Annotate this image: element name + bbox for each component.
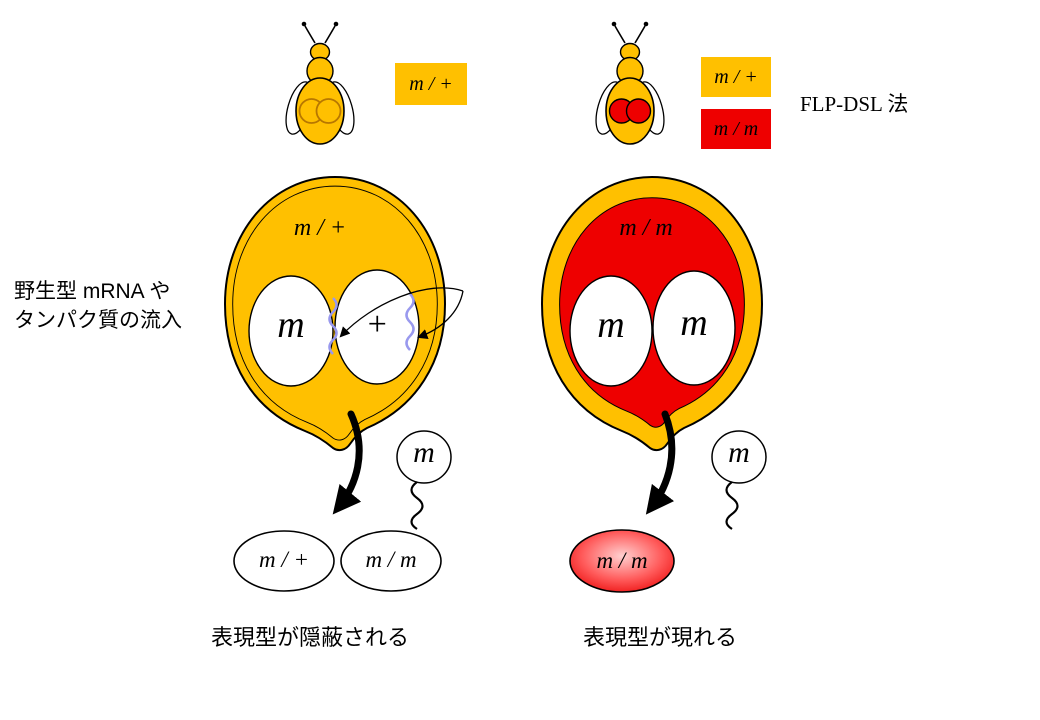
cell-m-right (652, 270, 736, 386)
right-cell-m-right-label: m (680, 302, 708, 344)
method-title: FLP-DSL 法 (800, 92, 909, 116)
offspring-oval-m-m (340, 530, 442, 592)
fly-antenna-tip-icon (643, 21, 649, 27)
fly-ovary-lobe-icon (315, 98, 342, 124)
development-arrow-left (332, 410, 363, 515)
fly-antenna-tip-icon (333, 21, 339, 27)
right-cell-m-left-label: m (597, 304, 625, 346)
sperm-right (711, 430, 767, 530)
offspring-label-m-m: m / m (365, 547, 417, 572)
left-sperm-label: m (413, 436, 435, 469)
right-sperm-label: m (728, 436, 750, 469)
offspring-oval-mutant (569, 529, 675, 593)
influx-annotation-line1: 野生型 mRNA や (14, 280, 171, 303)
offspring-oval-m-plus (233, 530, 335, 592)
sperm-left (396, 430, 452, 530)
left-fly (285, 21, 355, 145)
sperm-head-icon (711, 430, 767, 484)
left-cell-plus-label: + (365, 306, 389, 343)
fly-antenna-icon (304, 25, 316, 44)
cell-m-left (569, 275, 653, 387)
fly-antenna-icon (634, 25, 646, 44)
fly-antenna-tip-icon (301, 21, 307, 27)
influx-arrow (417, 290, 464, 340)
mrna-squiggle-icon (405, 293, 415, 351)
development-arrow-right (645, 410, 676, 515)
right-germline-genotype-label: m / m (619, 215, 673, 241)
left-caption: 表現型が隠蔽される (210, 625, 409, 650)
right-fly (595, 21, 665, 145)
influx-arrow (339, 287, 464, 338)
offspring-label-mutant: m / m (596, 548, 648, 573)
mrna-squiggle-icon (328, 297, 338, 355)
right-egg-chamber (541, 176, 763, 515)
fly-antenna-icon (324, 25, 336, 44)
sperm-tail-icon (725, 481, 739, 530)
sperm-tail-icon (410, 481, 424, 530)
left-fly-genotype-box: m / + (395, 63, 467, 105)
sperm-head-icon (396, 430, 452, 484)
right-caption: 表現型が現れる (582, 625, 737, 650)
right-fly-genotype-box-soma: m / + (701, 57, 771, 97)
fly-red-ovary-lobe-icon (625, 98, 652, 124)
cell-m (248, 275, 334, 387)
right-fly-genotype-box-germline: m / m (701, 109, 771, 149)
left-germline-genotype-label: m / + (293, 215, 347, 241)
fly-antenna-icon (614, 25, 626, 44)
influx-annotation-line2: タンパク質の流入 (14, 309, 182, 332)
left-egg-chamber (224, 176, 464, 515)
fly-antenna-tip-icon (611, 21, 617, 27)
offspring-label-m-plus: m / + (258, 547, 310, 572)
left-cell-m-label: m (277, 304, 305, 346)
